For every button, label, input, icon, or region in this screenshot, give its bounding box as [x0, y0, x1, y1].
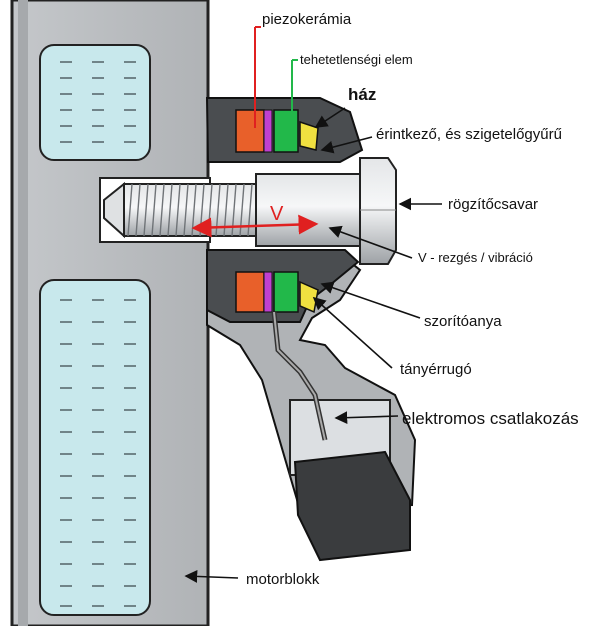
- label-housing: ház: [348, 85, 376, 104]
- coolant-chamber-top: [39, 44, 151, 161]
- label-piezo: piezokerámia: [262, 11, 352, 28]
- label-connector: elektromos csatlakozás: [402, 409, 579, 428]
- label-contact-ring: érintkező, és szigetelőgyűrű: [376, 126, 562, 143]
- leader-lines: [184, 107, 442, 583]
- label-bolt: rögzítőcsavar: [448, 196, 538, 213]
- label-engine-block: motorblokk: [246, 571, 320, 588]
- label-spring: tányérrugó: [400, 361, 472, 378]
- label-vibration: V - rezgés / vibráció: [418, 250, 533, 265]
- signal-wire: [271, 311, 328, 441]
- upper-piezo-stack: [235, 109, 319, 153]
- vibration-v-symbol: V: [270, 203, 284, 225]
- labels: piezokerámia tehetetlenségi elem ház éri…: [246, 11, 579, 588]
- label-inertia: tehetetlenségi elem: [300, 52, 413, 67]
- vibration-arrow: V: [191, 203, 319, 238]
- label-nut: szorítóanya: [424, 313, 502, 330]
- coolant-chamber-bottom: [39, 279, 151, 616]
- callout-lines: [254, 26, 298, 128]
